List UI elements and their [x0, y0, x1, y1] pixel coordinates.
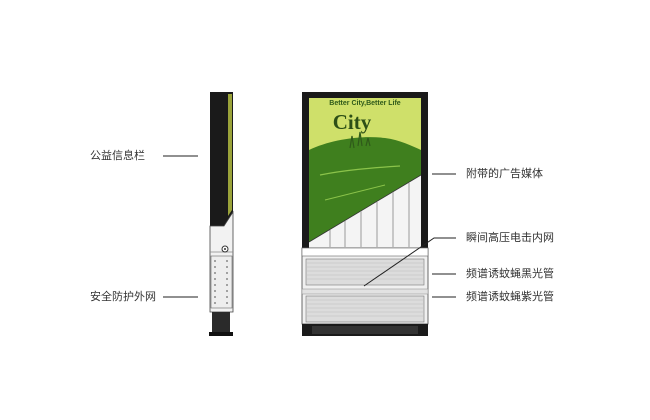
label-uv-light-tube: 频谱诱蚊蝇紫光管	[466, 290, 554, 303]
uv-light-tube-grille	[305, 295, 425, 323]
side-post-upper	[210, 92, 233, 226]
side-base	[212, 312, 230, 336]
label-safety-outer-net: 安全防护外网	[90, 290, 156, 303]
poster-slogan: Better City,Better Life	[329, 100, 401, 107]
label-public-info-board: 公益信息栏	[90, 149, 145, 162]
front-view	[301, 92, 429, 336]
black-light-tube-grille	[305, 258, 425, 286]
label-attached-ad-media: 附带的广告媒体	[466, 167, 543, 180]
side-post-stripe	[228, 94, 232, 216]
callout-lines	[163, 155, 456, 298]
side-safety-net	[210, 255, 233, 309]
label-black-light-tube: 频谱诱蚊蝇黑光管	[466, 267, 554, 280]
poster-city-word: City	[332, 110, 372, 134]
label-high-voltage-inner-net: 瞬间高压电击内网	[466, 231, 554, 244]
side-view	[209, 92, 234, 336]
